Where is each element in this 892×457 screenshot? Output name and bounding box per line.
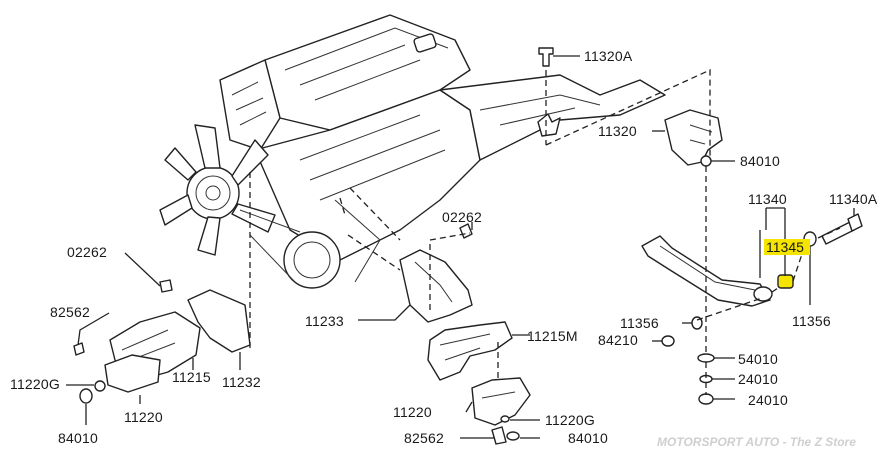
- label-11356-left[interactable]: 11356: [620, 315, 659, 331]
- label-11356-right[interactable]: 11356: [792, 313, 831, 329]
- label-11320[interactable]: 11320: [598, 123, 637, 139]
- label-24010-lower[interactable]: 24010: [748, 392, 788, 408]
- bushing-11345[interactable]: [777, 274, 794, 289]
- label-11345[interactable]: 11345: [766, 239, 804, 255]
- part-labels: 11320A 11320 84010 02262 11340 11340A 11…: [10, 48, 878, 446]
- highlight-11345: [764, 239, 810, 255]
- label-11340[interactable]: 11340: [748, 191, 787, 207]
- label-84210[interactable]: 84210: [598, 332, 638, 348]
- label-11220G-left[interactable]: 11220G: [10, 376, 60, 392]
- engine-illustration: [159, 14, 666, 289]
- label-24010-upper[interactable]: 24010: [738, 371, 778, 387]
- label-82562-left[interactable]: 82562: [50, 304, 90, 320]
- label-11215M[interactable]: 11215M: [527, 328, 578, 344]
- label-11215[interactable]: 11215: [172, 369, 211, 385]
- label-84010-left[interactable]: 84010: [58, 430, 98, 446]
- watermark: MOTORSPORT AUTO - The Z Store: [657, 435, 856, 449]
- label-54010[interactable]: 54010: [738, 351, 778, 367]
- label-11232[interactable]: 11232: [222, 374, 261, 390]
- label-11220-left[interactable]: 11220: [124, 409, 163, 425]
- label-82562-center[interactable]: 82562: [404, 430, 444, 446]
- label-11220-center[interactable]: 11220: [393, 404, 432, 420]
- leader-lines: [66, 55, 855, 439]
- label-02262-center[interactable]: 02262: [442, 209, 482, 225]
- engine-mount-parts: [73, 223, 531, 445]
- label-84010-top[interactable]: 84010: [740, 153, 780, 169]
- label-11340A[interactable]: 11340A: [829, 191, 878, 207]
- label-11220G-center[interactable]: 11220G: [545, 412, 595, 428]
- label-11320A[interactable]: 11320A: [584, 48, 633, 64]
- dashed-guides: [249, 68, 841, 395]
- label-02262-left[interactable]: 02262: [67, 244, 107, 260]
- label-84010-center[interactable]: 84010: [568, 430, 608, 446]
- label-11233[interactable]: 11233: [305, 313, 344, 329]
